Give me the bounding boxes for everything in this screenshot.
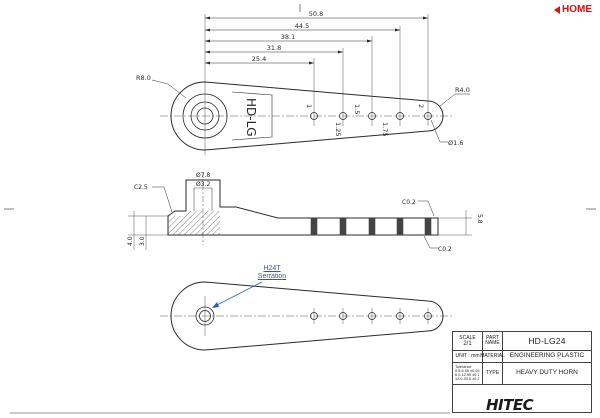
title-block: SCALE 2/1 PART NAME HD-LG24 UNIT : mm MA… bbox=[452, 331, 592, 413]
tb-scale: SCALE 2/1 bbox=[453, 332, 483, 350]
tb-material-value: ENGINEERING PLASTIC bbox=[509, 351, 585, 359]
height-left-inner-label: 3.0 bbox=[139, 236, 146, 246]
side-profile bbox=[167, 179, 439, 236]
leader-c02-top bbox=[418, 200, 435, 217]
tb-part-name-value: HD-LG24 bbox=[528, 335, 566, 346]
plateau-outline bbox=[231, 91, 273, 141]
serration-callout-line2: Serration bbox=[257, 273, 287, 281]
hub-section-left bbox=[168, 216, 186, 235]
tb-type-label: TYPE bbox=[483, 362, 503, 384]
height-left-outer-label: 4.0 bbox=[127, 236, 134, 246]
dimension-arrows bbox=[205, 16, 428, 65]
hole-mark-4: 1.75 bbox=[381, 122, 389, 136]
hole-mark-1: 1 bbox=[305, 104, 313, 108]
bottom-view bbox=[160, 281, 452, 351]
dim-31-8: 31.8 bbox=[267, 44, 281, 52]
leader-r4 bbox=[439, 93, 470, 107]
leader-c02-bot bbox=[423, 235, 438, 249]
chamfer-bottom-label: C0.2 bbox=[438, 246, 452, 253]
tb-tol-3: 12.0-30.0 ±0.2 bbox=[455, 377, 480, 382]
dia-inner-label: Ø3.2 bbox=[196, 181, 210, 188]
tb-tolerance-label: Tolerance bbox=[455, 364, 472, 369]
side-view bbox=[128, 172, 472, 250]
serration-callout-leader bbox=[214, 281, 263, 307]
leader-c25 bbox=[152, 186, 173, 213]
hole-mark-2: 1.25 bbox=[334, 122, 342, 136]
tb-scale-value: 2/1 bbox=[463, 340, 472, 347]
slot-fills bbox=[311, 218, 431, 235]
leader-dia bbox=[430, 119, 448, 143]
dim-25-4: 25.4 bbox=[252, 55, 266, 63]
tb-row-material: UNIT : mm MATERIAL ENGINEERING PLASTIC bbox=[453, 350, 591, 363]
hitec-logo-text: HITEC bbox=[486, 396, 534, 414]
top-view bbox=[151, 14, 470, 155]
engraving-text: HD-LG bbox=[244, 98, 258, 137]
chamfer-top-label: C0.2 bbox=[402, 199, 416, 206]
dim-38-1: 38.1 bbox=[281, 33, 295, 41]
chamfer-left-label: C2.5 bbox=[134, 184, 148, 191]
back-arrow-icon bbox=[554, 5, 560, 14]
serration-callout-line1: H24T bbox=[263, 265, 281, 272]
hitec-logo: HITEC bbox=[486, 396, 534, 414]
home-link[interactable]: HOME bbox=[554, 4, 592, 15]
home-label: HOME bbox=[562, 4, 592, 15]
horn-outline-bottom bbox=[170, 281, 444, 351]
tb-row-part: SCALE 2/1 PART NAME HD-LG24 bbox=[453, 332, 591, 351]
radius-right-label: R4.0 bbox=[455, 86, 470, 94]
b-hole-axes bbox=[313, 308, 429, 324]
tb-material-label: MATERIAL bbox=[480, 350, 505, 362]
height-right-label: 5.8 bbox=[476, 214, 483, 224]
tb-scale-label: SCALE bbox=[459, 334, 476, 341]
leader-r8 bbox=[151, 79, 187, 99]
serration-callout: H24T Serration bbox=[252, 265, 292, 281]
hole-dia-label: Ø1.6 bbox=[448, 139, 463, 147]
tb-unit: UNIT : mm bbox=[453, 350, 483, 362]
serration-callout-arrow bbox=[212, 302, 219, 308]
tb-tol-2: 6.0-12.99 ±0.1 bbox=[455, 373, 480, 377]
horn-outline-top bbox=[170, 81, 444, 151]
dim-44-5: 44.5 bbox=[295, 22, 309, 30]
tb-tolerance: Tolerance 0.5-6.99 ±0.05 6.0-12.99 ±0.1 … bbox=[453, 362, 483, 384]
tb-tol-1: 0.5-6.99 ±0.05 bbox=[455, 368, 480, 373]
dim-50-8: 50.8 bbox=[309, 10, 323, 18]
dimension-lines bbox=[205, 17, 428, 64]
dia-outer-label: Ø7.8 bbox=[196, 172, 210, 179]
tb-row-type: Tolerance 0.5-6.99 ±0.05 6.0-12.99 ±0.1 … bbox=[453, 362, 591, 385]
tb-type-value: HEAVY DUTY HORN bbox=[516, 368, 578, 376]
radius-left-label: R8.0 bbox=[136, 74, 151, 82]
hole-mark-3: 1.5 bbox=[353, 104, 361, 114]
hole-mark-5: 2 bbox=[417, 104, 425, 108]
tb-part-name-label: PART NAME bbox=[483, 332, 503, 350]
